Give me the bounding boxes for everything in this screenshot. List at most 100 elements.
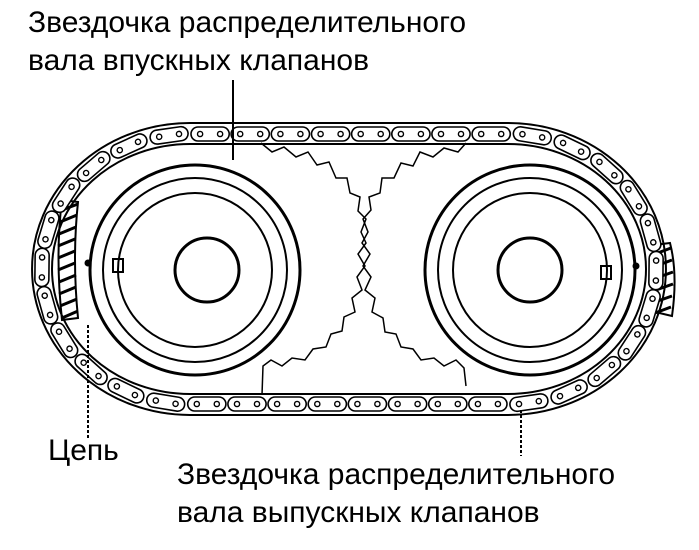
- chain-pin: [293, 400, 301, 408]
- chain-outer-contour: [31, 122, 667, 416]
- chain-pin: [41, 292, 49, 299]
- chain-pin: [538, 134, 546, 141]
- chain-pin: [634, 331, 641, 338]
- chain-pin: [519, 130, 526, 138]
- chain-link: [619, 179, 648, 216]
- chain-link: [512, 126, 553, 146]
- chain-link: [590, 152, 624, 185]
- chain-pin: [38, 274, 46, 281]
- chain-pin: [297, 130, 304, 138]
- chain-pin: [397, 130, 405, 138]
- exhaust-sprocket-label-line-2: вала выпускных клапанов: [177, 496, 540, 529]
- chain-pin: [649, 239, 657, 246]
- chain-pin: [337, 130, 344, 138]
- chain-link: [50, 322, 79, 359]
- exhaust-sprocket-label: Звездочка распределительного вала выпуск…: [177, 456, 615, 532]
- chain-pin: [577, 148, 585, 155]
- chain-pin: [608, 361, 616, 369]
- chain-pin: [233, 400, 241, 408]
- chain-pin: [213, 400, 221, 408]
- chain-pin: [417, 130, 425, 138]
- chain-pin: [216, 130, 224, 138]
- chain-link: [149, 125, 189, 145]
- chain-pin: [48, 216, 55, 224]
- chain-pin: [113, 383, 121, 390]
- chain-pin: [55, 328, 63, 336]
- chain-links: [34, 125, 664, 413]
- chain-pin: [652, 277, 660, 284]
- chain-link: [431, 126, 471, 142]
- intake-sprocket-label-line-2: вала впускных клапанов: [28, 44, 370, 77]
- chain-link: [145, 392, 186, 412]
- chain-pin: [437, 130, 445, 138]
- chain-pin: [377, 130, 385, 138]
- chain-link: [107, 377, 145, 404]
- chain-pin: [611, 171, 618, 179]
- chain-link: [639, 213, 662, 253]
- chain-pin: [454, 400, 462, 408]
- chain-pin: [497, 130, 505, 138]
- chain-pin: [155, 133, 163, 141]
- chain-pin: [256, 130, 264, 138]
- chain-pin: [80, 359, 87, 367]
- chain-pin: [273, 400, 281, 408]
- chain-link: [74, 353, 108, 386]
- chain-link: [553, 134, 591, 161]
- intake-sprocket-label-line-1: Звездочка распределительного: [28, 6, 467, 39]
- chain-pin: [313, 400, 321, 408]
- chain-pin: [649, 295, 656, 303]
- chain-link: [648, 250, 664, 291]
- chain-pin: [357, 130, 365, 138]
- exhaust-sprocket: [361, 142, 640, 387]
- chain-pin: [414, 400, 421, 408]
- chain-pin: [354, 400, 361, 408]
- chain-link: [638, 288, 661, 328]
- chain-link: [76, 150, 111, 183]
- chain-pin: [559, 139, 567, 147]
- chain-pin: [652, 257, 660, 264]
- chain-link: [617, 324, 647, 361]
- exhaust-sprocket-label-line-1: Звездочка распределительного: [177, 458, 616, 491]
- chain-link: [37, 210, 60, 250]
- chain-link: [190, 126, 231, 142]
- chain-link: [36, 285, 59, 325]
- chain-pin: [152, 397, 160, 404]
- chain-pin: [236, 130, 244, 138]
- chain-link: [390, 126, 431, 142]
- chain-pin: [623, 347, 630, 355]
- chain-pin: [515, 400, 523, 408]
- chain-link: [310, 126, 351, 142]
- chain-pin: [175, 130, 183, 138]
- chain-pin: [116, 146, 124, 154]
- intake-sprocket-label: Звездочка распределительного вала впускн…: [28, 4, 466, 80]
- chain-pin: [643, 314, 650, 322]
- chain-pin: [593, 374, 601, 382]
- chain-pin: [134, 138, 142, 146]
- chain-link: [307, 396, 348, 412]
- chain-pin: [494, 400, 502, 408]
- chain-pin: [277, 130, 284, 138]
- chain-pin: [457, 130, 465, 138]
- chain-link: [110, 133, 148, 159]
- chain-pin: [556, 392, 564, 400]
- chain-link: [467, 396, 508, 412]
- chain-pin: [57, 200, 64, 207]
- chain-pin: [317, 130, 324, 138]
- chain-pin: [131, 391, 139, 399]
- chain-pin: [394, 400, 401, 408]
- chain-pin: [374, 400, 381, 408]
- chain-pin: [42, 235, 49, 243]
- chain-pin: [68, 183, 75, 191]
- chain-link: [509, 393, 549, 413]
- chain-pin: [474, 400, 482, 408]
- chain-link: [550, 379, 588, 405]
- chain-link: [387, 396, 428, 412]
- chain-pin: [66, 345, 73, 352]
- chain-link: [427, 396, 468, 412]
- chain-pin: [434, 400, 442, 408]
- chain-pin: [253, 400, 261, 408]
- chain-pin: [625, 186, 632, 193]
- chain-pin: [333, 400, 341, 408]
- chain-link: [267, 396, 308, 412]
